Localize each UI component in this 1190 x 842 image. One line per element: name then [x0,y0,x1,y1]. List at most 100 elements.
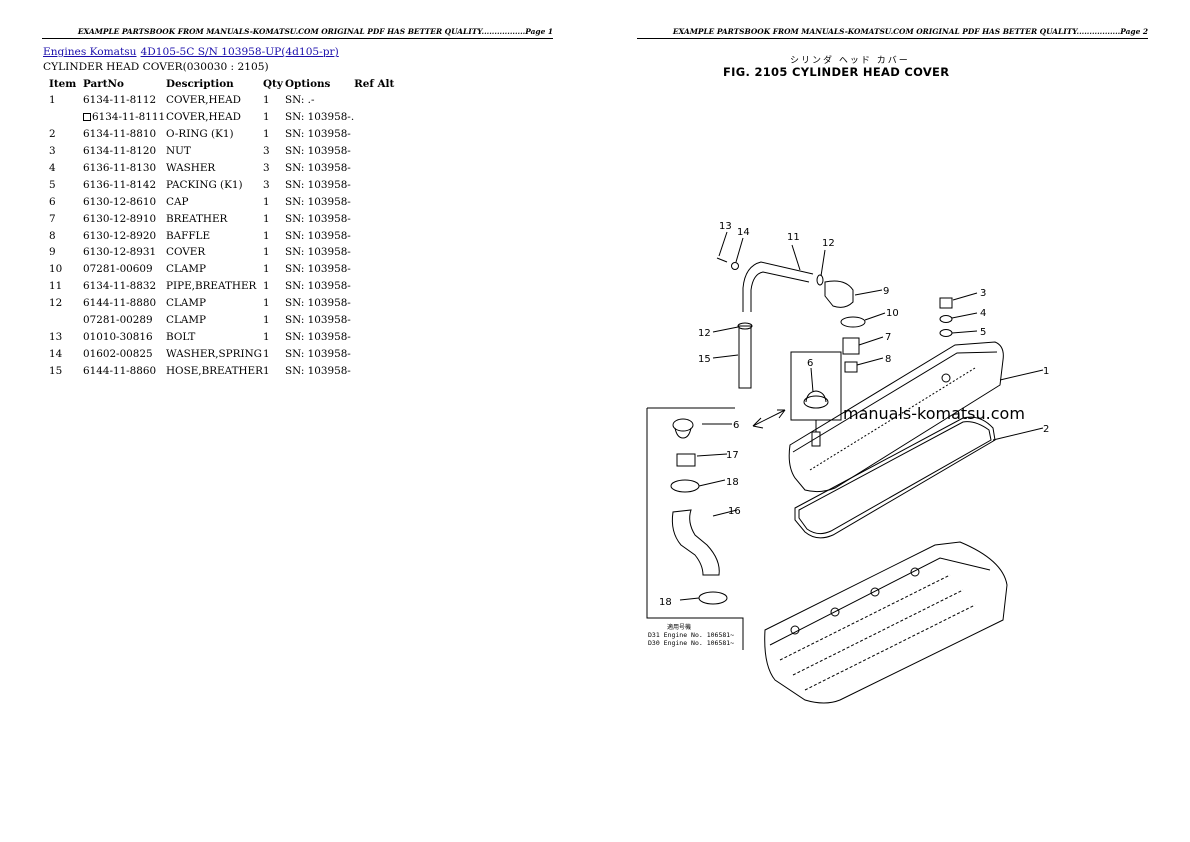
cylinder-head-cover [788,341,1004,493]
cell-qty: 1 [263,128,270,141]
leader-18 [698,479,726,487]
cell-description: COVER,HEAD [166,111,241,124]
cell-options: SN: 103958- [285,212,351,225]
cell-qty: 1 [263,280,270,293]
cell-options: SN: 103958- [285,330,351,343]
nut-seat [941,373,951,383]
cell-ref-alt [354,362,394,379]
breather-hose [738,325,752,389]
cell-partno: 6134-11-8810 [83,128,157,141]
cell-partno: 6134-11-8120 [83,145,157,158]
cell-item: 5 [49,178,56,191]
cell-options: SN: 103958-. [285,111,355,124]
clamp-10 [840,316,866,328]
callout-labels: 13 14 11 12 9 10 7 8 3 4 5 12 15 6 1 2 6… [659,221,1049,608]
table-header-row: Item PartNo Description Qty Options Ref … [44,76,394,92]
cell-item [44,109,83,126]
cell-ref-alt [354,261,394,278]
cell-options: SN: .- [285,94,315,107]
clamp-12 [816,274,824,286]
cell-options: SN: 103958- [285,229,351,242]
cell-item: 2 [49,128,56,141]
cap-top [805,390,827,403]
callout-12: 12 [822,238,835,249]
cell-description: WASHER [166,162,216,174]
cell-ref-alt [354,312,394,329]
figure-title-jp: シリンダ ヘッド カバー [790,54,910,66]
leader-10 [864,312,886,321]
cell-ref-alt [354,109,394,126]
cell-partno: 6144-11-8880 [83,297,157,310]
breadcrumb-link-model[interactable]: 4D105-5C S/N 103958-UP(4d105-pr) [140,46,339,58]
callout-17: 17 [726,450,739,461]
cell-description: CAP [166,195,189,208]
hose-clamp [737,322,753,330]
block-port [830,607,840,617]
cell-description: WASHER,SPRING [166,347,262,360]
cell-qty: 1 [263,94,270,107]
spring-washer [731,262,739,270]
page-header: EXAMPLE PARTSBOOK FROM MANUALS-KOMATSU.C… [42,27,553,39]
callout-14: 14 [737,227,750,238]
cell-item: 7 [49,212,56,225]
cell-description: CLAMP [166,314,206,327]
cover-detail-line [809,367,976,471]
cell-partno: 6130-12-8931 [83,246,157,259]
inset-hose [671,509,720,576]
cell-description: PIPE,BREATHER [166,280,257,293]
block-edge [769,557,991,646]
cell-qty: 1 [263,330,270,343]
left-page: EXAMPLE PARTSBOOK FROM MANUALS-KOMATSU.C… [42,27,553,379]
cell-ref-alt [354,193,394,210]
cell-ref-alt [354,126,394,143]
callout-1: 1 [1043,366,1049,377]
col-header-options: Options [285,78,331,90]
block-detail-lines [779,574,976,691]
breadcrumb-link-engines[interactable]: Engines Komatsu [43,46,137,58]
breather [842,337,860,355]
cell-options: SN: 103958- [285,162,351,174]
bolt [716,257,728,263]
cell-item [44,312,83,329]
cell-ref-alt [354,176,394,193]
nut [939,297,953,309]
cell-qty: 3 [263,178,270,191]
cell-options: SN: 103958- [285,263,351,276]
leader-17 [696,453,728,457]
cell-qty: 1 [263,212,270,225]
col-header-ref-alt: Ref Alt [354,78,395,90]
cell-partno: 6130-12-8910 [83,212,157,225]
callout-18b: 18 [659,597,672,608]
cell-qty: 3 [263,145,270,158]
cell-item: 15 [49,364,63,377]
cap [803,395,829,409]
cell-description: O-RING (K1) [166,128,234,141]
leader-12b [712,326,739,333]
cell-item: 1 [49,94,56,107]
cell-ref-alt [354,295,394,312]
cell-options: SN: 103958- [285,145,351,158]
leader-9 [854,289,883,296]
cell-ref-alt [354,328,394,345]
cell-qty: 1 [263,246,270,259]
washer [939,315,953,323]
cell-item: 6 [49,195,56,208]
cell-item: 8 [49,229,56,242]
cell-description: CLAMP [166,263,206,276]
cell-options: SN: 103958- [285,246,351,259]
cell-item: 13 [49,330,63,343]
baffle [844,361,858,373]
col-header-qty: Qty [263,78,283,90]
note-line-2: D30 Engine No. 106581~ [648,639,734,647]
